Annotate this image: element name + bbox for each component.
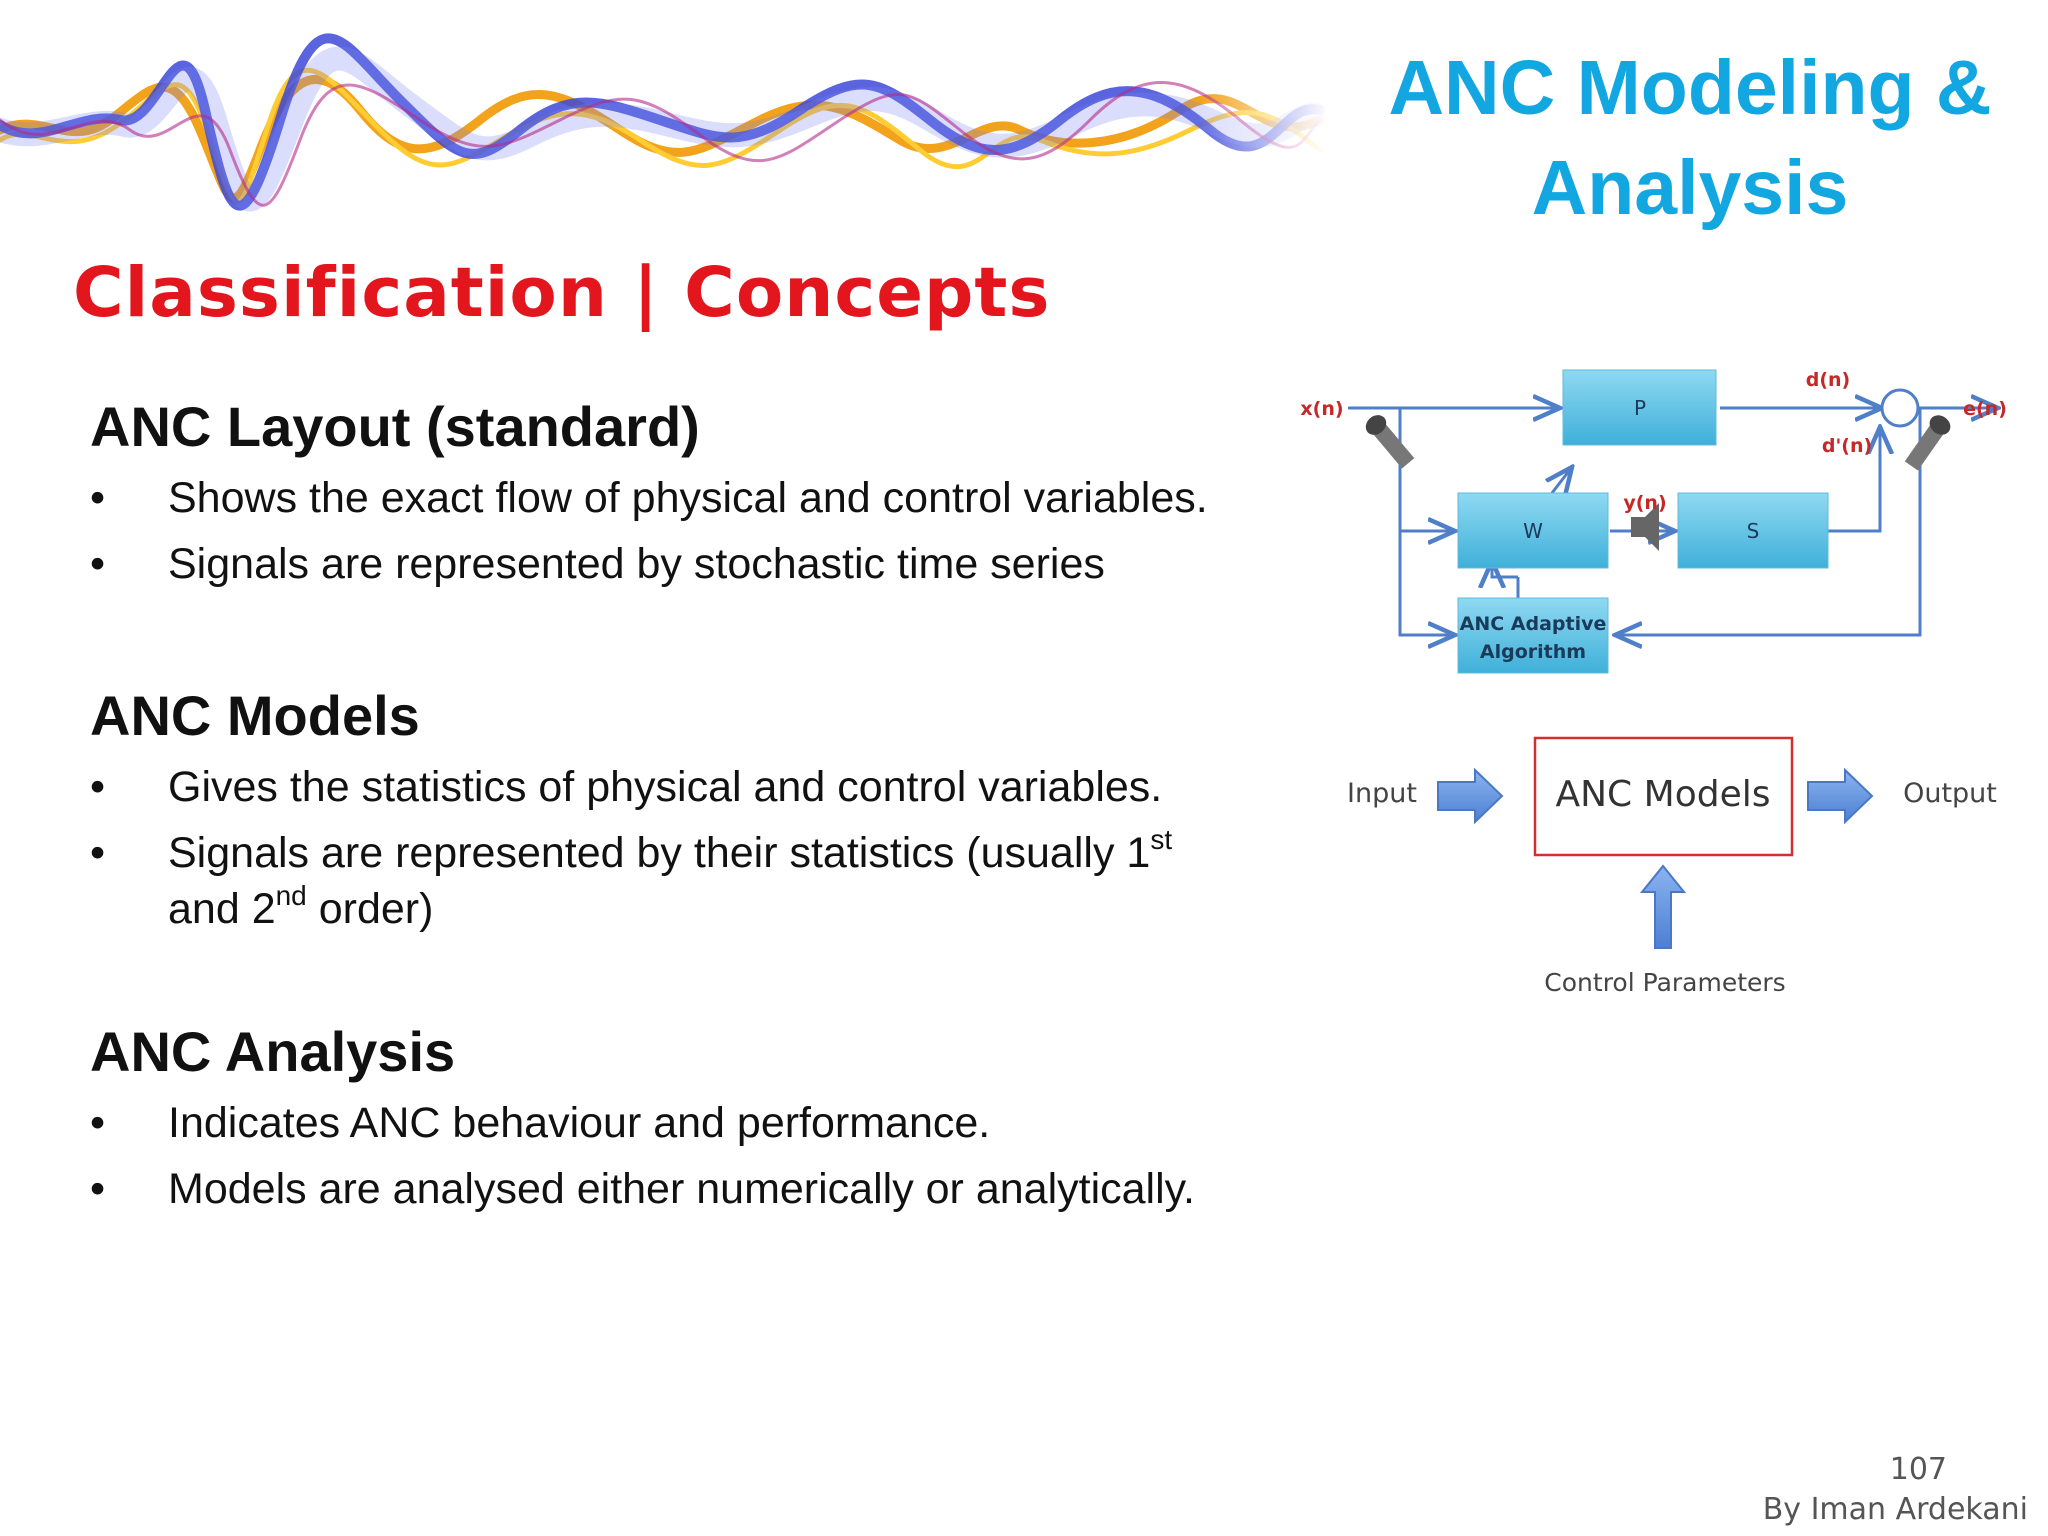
block-heading-anc-layout: ANC Layout (standard) bbox=[90, 395, 700, 458]
bullet-text: Shows the exact flow of physical and con… bbox=[168, 474, 1208, 522]
speaker-icon bbox=[1631, 503, 1659, 551]
superscript-st: st bbox=[1150, 824, 1173, 855]
anc-models-box bbox=[1533, 736, 1794, 857]
label-e-n: e(n) bbox=[1963, 398, 2007, 420]
block-s-label: S bbox=[1747, 519, 1760, 543]
block-heading-anc-analysis: ANC Analysis bbox=[90, 1020, 456, 1083]
slide-title-line-2: Analysis bbox=[1531, 145, 1849, 231]
wave-banner-image bbox=[0, 0, 1330, 250]
anc-models-box-label: ANC Models bbox=[1556, 774, 1771, 815]
block-s bbox=[1677, 492, 1829, 569]
microphone-reference-icon bbox=[1365, 415, 1415, 469]
block-algorithm-line-2: Algorithm bbox=[1480, 641, 1586, 663]
block-heading-anc-models: ANC Models bbox=[90, 684, 420, 747]
bullet-text: Signals are represented by stochastic ti… bbox=[168, 540, 1105, 588]
block-w-label: W bbox=[1523, 519, 1543, 543]
summing-junction bbox=[1880, 388, 1920, 428]
line-adapt-arrow bbox=[1552, 467, 1572, 493]
block-p bbox=[1562, 369, 1717, 446]
microphone-error-icon bbox=[1904, 415, 1951, 471]
block-algorithm bbox=[1457, 597, 1609, 674]
label-y-n: y(n) bbox=[1623, 492, 1666, 514]
superscript-nd: nd bbox=[275, 880, 307, 911]
bullet-dot: • bbox=[90, 1165, 106, 1213]
section-heading: Classification | Concepts bbox=[73, 253, 1051, 333]
block-p-label: P bbox=[1634, 396, 1646, 420]
control-arrow bbox=[1639, 864, 1687, 949]
block-algorithm-line-1: ANC Adaptive bbox=[1460, 613, 1607, 635]
bullet-dot: • bbox=[90, 540, 106, 588]
control-parameters-label: Control Parameters bbox=[1544, 968, 1785, 997]
bullet-dot: • bbox=[90, 474, 106, 522]
line-x-to-alg bbox=[1398, 531, 1455, 635]
output-arrow bbox=[1807, 767, 1874, 825]
anc-layout-diagram: x(n) d(n) e(n) d'(n) y(n) P W S ANC Adap… bbox=[1300, 369, 2007, 674]
line-s-to-sum bbox=[1828, 427, 1880, 533]
label-x-n: x(n) bbox=[1300, 398, 1343, 420]
input-label: Input bbox=[1347, 778, 1417, 809]
anc-models-diagram: Input ANC Models Output Control Paramete… bbox=[1347, 736, 1997, 997]
author-credit: By Iman Ardekani bbox=[1762, 1492, 2028, 1527]
label-d-n: d(n) bbox=[1806, 369, 1851, 391]
bullet-text: Indicates ANC behaviour and performance. bbox=[168, 1099, 991, 1147]
bullet-text: Signals are represented by their statist… bbox=[168, 824, 1173, 877]
output-label: Output bbox=[1903, 778, 1997, 809]
label-dprime-n: d'(n) bbox=[1822, 435, 1872, 457]
block-w bbox=[1457, 492, 1609, 569]
bullet-text: and 2nd order) bbox=[168, 880, 434, 933]
bullet-dot: • bbox=[90, 829, 106, 877]
input-arrow bbox=[1437, 767, 1504, 825]
line-e-to-alg bbox=[1615, 408, 1922, 635]
slide-title: ANC Modeling & Analysis bbox=[1340, 38, 2040, 238]
line-x-to-w bbox=[1398, 408, 1455, 531]
bullet-text: Models are analysed either numerically o… bbox=[168, 1165, 1195, 1213]
bullet-text: Gives the statistics of physical and con… bbox=[168, 763, 1163, 811]
bullet-dot: • bbox=[90, 763, 106, 811]
page-number: 107 bbox=[1889, 1452, 1947, 1487]
slide-title-line-1: ANC Modeling & bbox=[1388, 45, 1992, 131]
bullet-dot: • bbox=[90, 1099, 106, 1147]
